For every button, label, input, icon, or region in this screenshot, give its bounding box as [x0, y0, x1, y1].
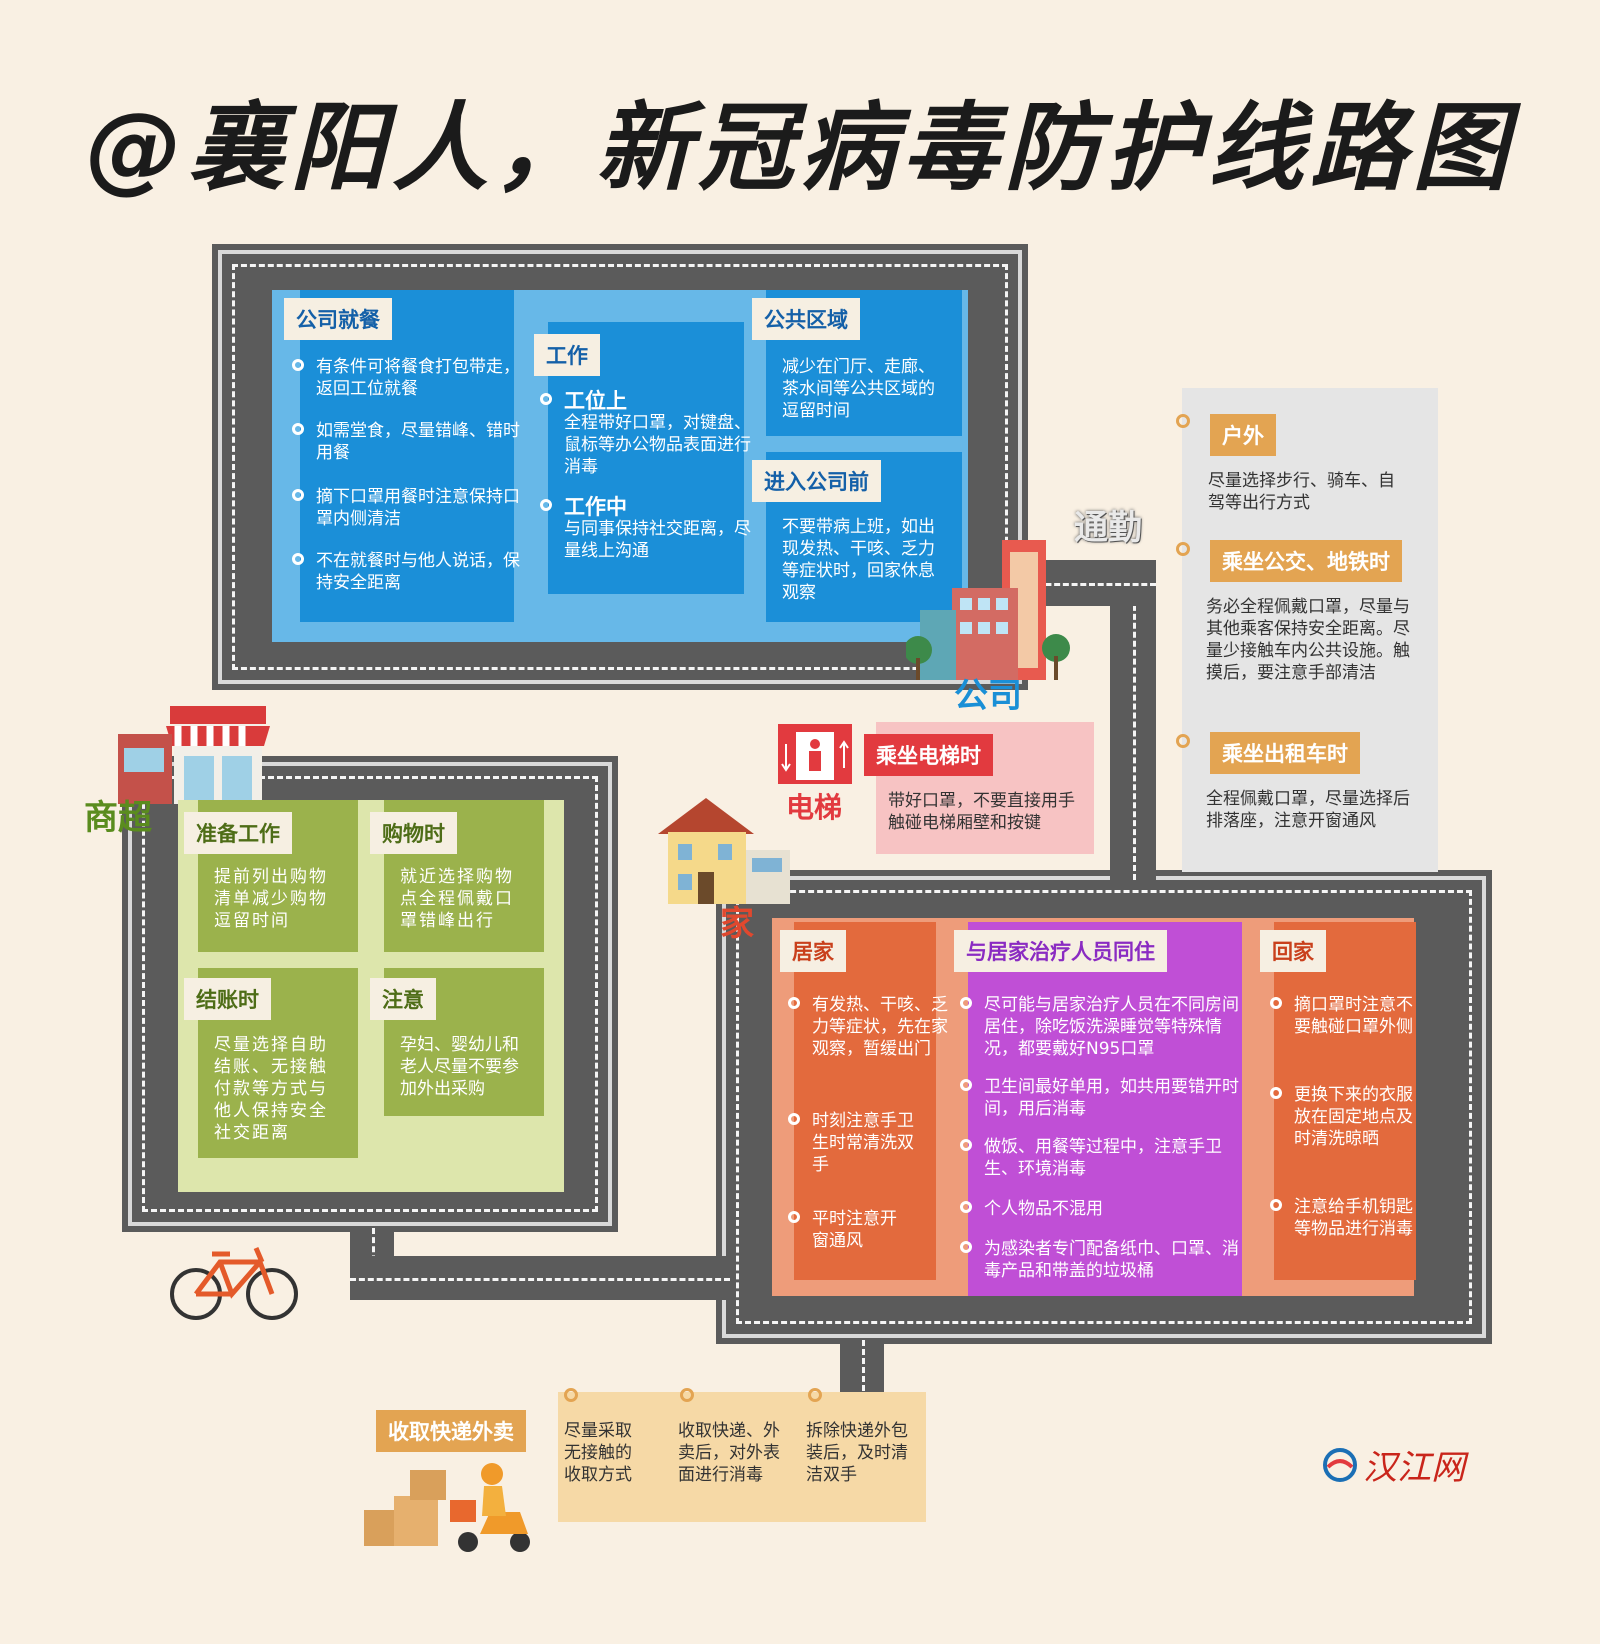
commute-taxi-tag: 乘坐出租车时 [1210, 732, 1360, 774]
home-athome-item: 平时注意开窗通风 [788, 1208, 912, 1252]
supermarket-shopping-tag: 购物时 [370, 812, 457, 854]
company-dining-item: 不在就餐时与他人说话，保持安全距离 [292, 550, 522, 594]
home-cohabit-tag: 与居家治疗人员同住 [954, 930, 1167, 972]
company-dining-tag: 公司就餐 [284, 298, 392, 340]
supermarket-prep-text: 提前列出购物清单减少购物逗留时间 [214, 867, 328, 931]
home-return-panel [1274, 922, 1416, 1280]
logo-mark-icon [1323, 1447, 1357, 1482]
delivery-bullet [564, 1388, 578, 1402]
delivery-area [558, 1392, 926, 1522]
home-cohabit-panel [968, 922, 1242, 1296]
commute-area [1182, 388, 1438, 872]
commute-bus-text: 务必全程佩戴口罩，尽量与其他乘客保持安全距离。尽量少接触车内公共设施。触摸后，要… [1206, 597, 1410, 683]
commute-outdoor-tag: 户外 [1210, 414, 1276, 456]
company-dining-panel [300, 290, 514, 622]
commute-outdoor-text: 尽量选择步行、骑车、自驾等出行方式 [1208, 471, 1395, 513]
company-dining-item: 有条件可将餐食打包带走，返回工位就餐 [292, 356, 522, 400]
delivery-bullet [808, 1388, 822, 1402]
commute-bullet [1176, 414, 1190, 428]
logo: 汉江网 [1322, 1440, 1465, 1488]
elevator-icon [778, 724, 852, 784]
company-work-item-head: 工位上 [564, 389, 627, 413]
company-work-item: 工位上 全程带好口罩，对键盘、鼠标等办公物品表面进行消毒 [540, 390, 754, 478]
home-athome-tag: 居家 [780, 930, 846, 972]
logo-text: 汉江网 [1363, 1448, 1466, 1488]
company-before-tag: 进入公司前 [752, 460, 881, 502]
commute-bullet [1176, 542, 1190, 556]
company-before-text: 不要带病上班，如出现发热、干咳、乏力等症状时，回家休息观察 [782, 517, 935, 603]
home-return-item: 注意给手机钥匙等物品进行消毒 [1270, 1196, 1424, 1240]
supermarket-prep-tag: 准备工作 [184, 812, 292, 854]
supermarket-note-text: 孕妇、婴幼儿和老人尽量不要参加外出采购 [400, 1035, 519, 1099]
company-work-item: 工作中 与同事保持社交距离，尽量线上沟通 [540, 496, 754, 562]
road-commute-top [1028, 560, 1156, 606]
commute-taxi-text: 全程佩戴口罩，尽量选择后排落座，注意开窗通风 [1206, 789, 1410, 831]
home-cohabit-item: 尽可能与居家治疗人员在不同房间居住，除吃饭洗澡睡觉等特殊情况，都要戴好N95口罩 [960, 994, 1252, 1060]
company-dining-item: 摘下口罩用餐时注意保持口罩内侧清洁 [292, 486, 522, 530]
supermarket-note-tag: 注意 [370, 978, 436, 1020]
commute-bullet [1176, 734, 1190, 748]
supermarket-shopping-text: 就近选择购物点全程佩戴口罩错峰出行 [400, 867, 514, 931]
company-public-text: 减少在门厅、走廊、茶水间等公共区域的逗留时间 [782, 357, 935, 421]
home-return-tag: 回家 [1260, 930, 1326, 972]
home-athome-item: 有发热、干咳、乏力等症状，先在家观察，暂缓出门 [788, 994, 952, 1060]
home-athome-item: 时刻注意手卫生时常清洗双手 [788, 1110, 928, 1176]
road-commute-vertical [1110, 560, 1156, 880]
home-label: 家 [720, 904, 754, 944]
elevator-tag: 乘坐电梯时 [864, 734, 993, 776]
home-return-item: 摘口罩时注意不要触碰口罩外侧 [1270, 994, 1424, 1038]
home-athome-panel [794, 922, 936, 1280]
company-work-item-body: 全程带好口罩，对键盘、鼠标等办公物品表面进行消毒 [564, 413, 751, 477]
delivery-tag: 收取快递外卖 [376, 1410, 526, 1452]
commute-bus-tag: 乘坐公交、地铁时 [1210, 540, 1402, 582]
bicycle-icon [170, 1240, 298, 1322]
home-cohabit-item: 为感染者专门配备纸巾、口罩、消毒产品和带盖的垃圾桶 [960, 1238, 1252, 1282]
road-delivery [840, 1340, 884, 1400]
delivery-courier-icon [360, 1450, 538, 1554]
company-work-item-head: 工作中 [564, 495, 627, 519]
home-return-item: 更换下来的衣服放在固定地点及时清洗晾晒 [1270, 1084, 1424, 1150]
delivery-item: 拆除快递外包装后，及时清洁双手 [806, 1421, 908, 1485]
delivery-item: 收取快递、外卖后，对外表面进行消毒 [678, 1421, 780, 1485]
house-icon [652, 794, 794, 908]
company-dining-item: 如需堂食，尽量错峰、错时用餐 [292, 420, 522, 464]
home-cohabit-item: 做饭、用餐等过程中，注意手卫生、环境消毒 [960, 1136, 1244, 1180]
home-cohabit-item: 卫生间最好单用，如共用要错开时间，用后消毒 [960, 1076, 1244, 1120]
company-public-tag: 公共区域 [752, 298, 860, 340]
delivery-bullet [680, 1388, 694, 1402]
delivery-item: 尽量采取无接触的收取方式 [564, 1421, 632, 1485]
commute-label: 通勤 [1074, 508, 1142, 548]
elevator-label: 电梯 [786, 791, 843, 824]
supermarket-checkout-tag: 结账时 [184, 978, 271, 1020]
page-title: @襄阳人，新冠病毒防护线路图 [86, 92, 1514, 204]
store-icon [118, 704, 270, 810]
supermarket-checkout-text: 尽量选择自助结账、无接触付款等方式与他人保持安全社交距离 [214, 1035, 328, 1143]
supermarket-label: 商超 [84, 798, 152, 838]
office-building-icon [904, 540, 1076, 690]
company-label: 公司 [954, 676, 1022, 716]
road-link-bottom [350, 1256, 730, 1300]
elevator-text: 带好口罩，不要直接用手触碰电梯厢壁和按键 [888, 791, 1075, 833]
company-work-item-body: 与同事保持社交距离，尽量线上沟通 [564, 519, 751, 561]
company-work-tag: 工作 [534, 334, 600, 376]
home-cohabit-item: 个人物品不混用 [960, 1198, 1244, 1220]
